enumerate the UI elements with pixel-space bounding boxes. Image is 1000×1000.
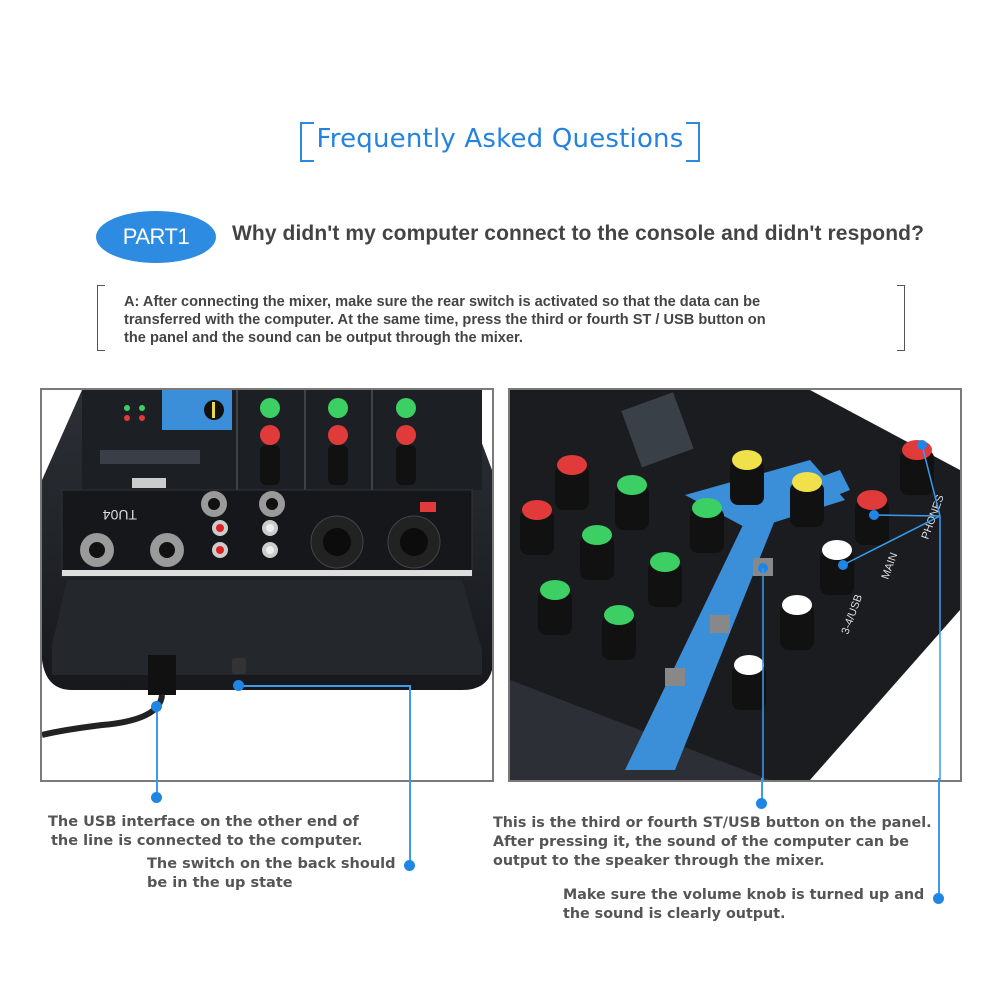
caption-line: After pressing it, the sound of the comp… xyxy=(493,834,909,850)
mixer-panel-photo: MAIN PHONES 3-4/USB xyxy=(508,388,962,782)
usb-callout-dot-bottom xyxy=(151,792,162,803)
mixer-rear-photo: TU04 xyxy=(40,388,494,782)
mixer-rear-illustration: TU04 xyxy=(42,390,492,738)
switch-callout-dot-bottom xyxy=(404,860,415,871)
mixer-panel-illustration: MAIN PHONES 3-4/USB xyxy=(510,390,960,780)
caption-line: Make sure the volume knob is turned up a… xyxy=(563,887,925,903)
usb-interface-caption: The USB interface on the other end of th… xyxy=(48,813,363,851)
question-text: Why didn't my computer connect to the co… xyxy=(232,222,925,245)
part-badge: PART1 xyxy=(96,211,216,263)
switch-callout-dot-top xyxy=(233,680,244,691)
st-usb-caption: This is the third or fourth ST/USB butto… xyxy=(493,814,932,871)
usb-callout-line xyxy=(156,706,158,798)
title-bracket-left xyxy=(300,122,314,162)
volume-knob-caption: Make sure the volume knob is turned up a… xyxy=(563,886,924,924)
page-title: Frequently Asked Questions xyxy=(316,124,684,154)
volume-callout-dot xyxy=(933,893,944,904)
answer-block: A: After connecting the mixer, make sure… xyxy=(97,285,905,351)
model-label: TU04 xyxy=(103,507,137,523)
st-usb-callout-dot xyxy=(756,798,767,809)
caption-line: output to the speaker through the mixer. xyxy=(493,853,825,869)
st-usb-callout-line xyxy=(761,778,763,800)
answer-line: the panel and the sound can be output th… xyxy=(124,330,523,346)
caption-line: be in the up state xyxy=(147,875,293,891)
answer-bracket-right xyxy=(897,285,905,351)
title-bracket-right xyxy=(686,122,700,162)
answer-bracket-left xyxy=(97,285,105,351)
caption-line: The USB interface on the other end of xyxy=(48,814,359,830)
switch-callout-vline xyxy=(409,685,411,865)
switch-caption: The switch on the back should be in the … xyxy=(147,855,396,893)
switch-callout-hline xyxy=(238,685,410,687)
caption-line: This is the third or fourth ST/USB butto… xyxy=(493,815,932,831)
caption-line: the line is connected to the computer. xyxy=(51,833,363,849)
volume-callout-line xyxy=(938,778,940,896)
answer-text: A: After connecting the mixer, make sure… xyxy=(124,293,894,347)
answer-line: A: After connecting the mixer, make sure… xyxy=(124,294,761,310)
answer-line: transferred with the computer. At the sa… xyxy=(124,312,766,328)
caption-line: the sound is clearly output. xyxy=(563,906,786,922)
caption-line: The switch on the back should xyxy=(147,856,396,872)
usb-callout-dot-top xyxy=(151,701,162,712)
faq-title: Frequently Asked Questions xyxy=(300,122,700,162)
